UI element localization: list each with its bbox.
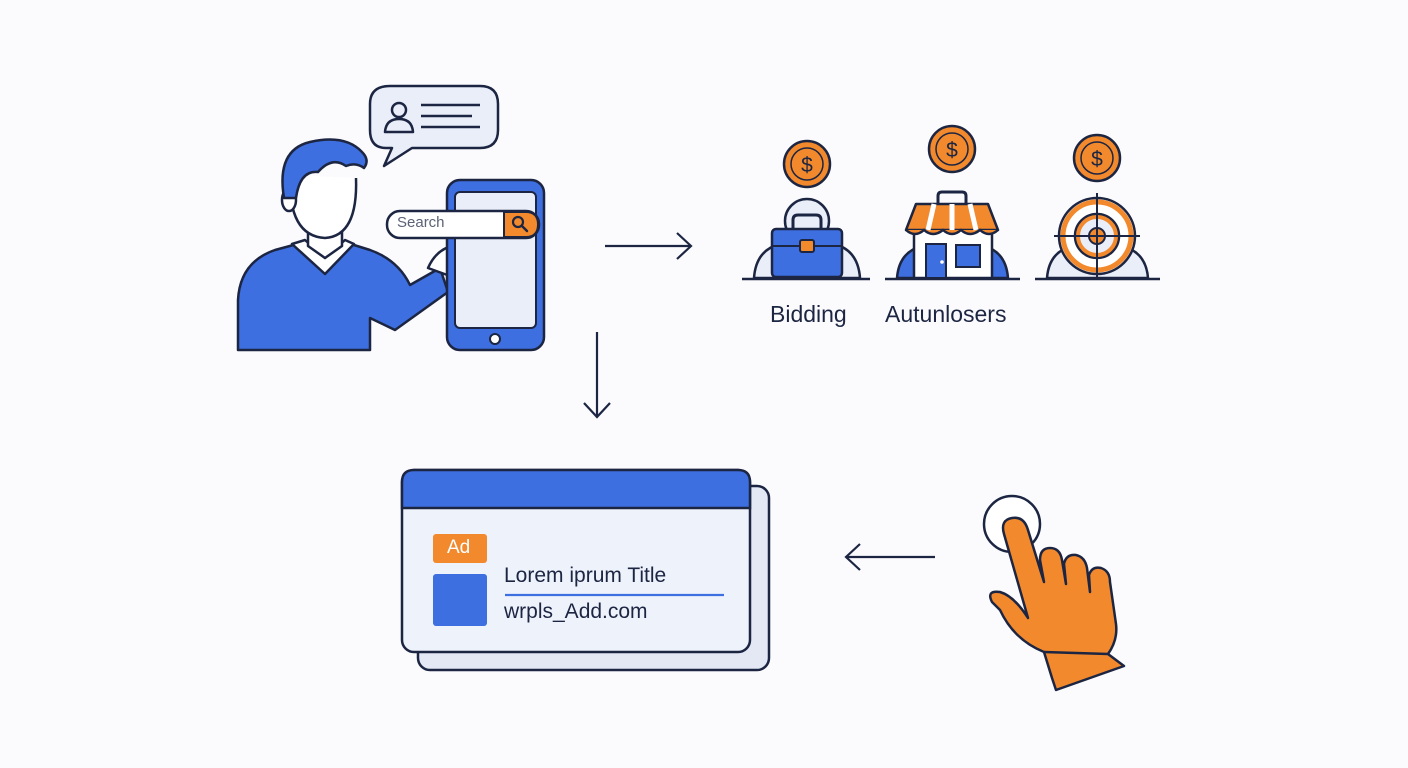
pointing-hand-icon: [982, 494, 1126, 692]
ad-url: wrpls_Add.com: [504, 600, 648, 623]
svg-text:$: $: [801, 154, 813, 177]
smartphone-icon: [445, 178, 546, 352]
dollar-coin-icon: $: [1072, 133, 1122, 183]
arrow-right-icon: [605, 232, 693, 260]
ad-badge: [433, 534, 487, 563]
arrow-down-icon: [583, 332, 611, 419]
svg-text:$: $: [1091, 148, 1103, 171]
storefront-item: $: [885, 124, 1020, 281]
search-icon: [511, 215, 529, 233]
svg-text:$: $: [946, 139, 958, 162]
storefront-icon: [904, 190, 1000, 280]
arrow-left-icon: [844, 543, 935, 571]
bidding-item: $: [742, 139, 870, 281]
ad-badge-label: Ad: [447, 537, 471, 558]
caption-bidding: Bidding: [770, 301, 847, 327]
caption-autunlosers: Autunlosers: [885, 301, 1007, 327]
briefcase-icon: [770, 213, 844, 279]
target-icon: [1054, 193, 1140, 279]
dollar-coin-icon: $: [927, 124, 977, 174]
ad-title: Lorem iprum Title: [504, 564, 667, 587]
dollar-coin-icon: $: [782, 139, 832, 189]
user-avatar-icon: [383, 101, 415, 134]
target-item: $: [1035, 133, 1160, 281]
ad-result-card: [400, 468, 771, 672]
ad-thumbnail: [433, 574, 487, 626]
user-figure: [236, 138, 462, 352]
chat-bubble-icon: [368, 84, 500, 168]
search-bar: [385, 209, 541, 240]
search-placeholder-text: Search: [397, 214, 445, 231]
